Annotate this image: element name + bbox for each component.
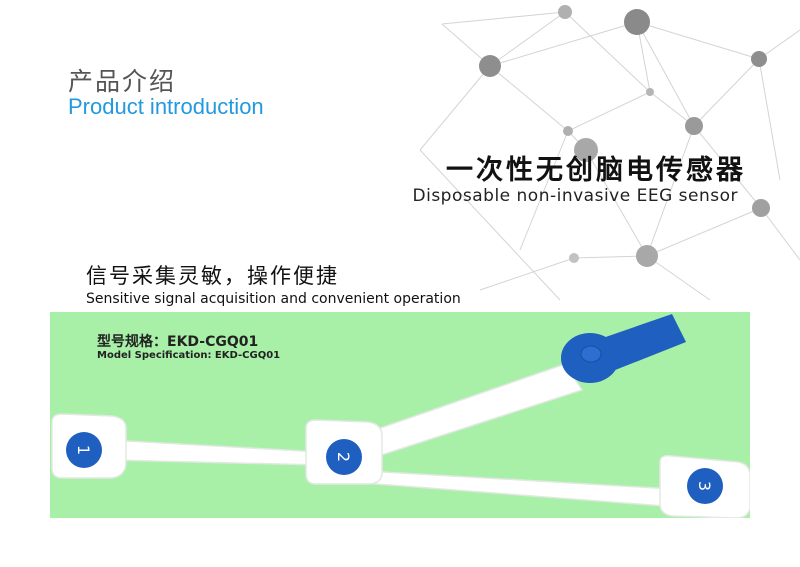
electrode-2: 2 bbox=[326, 439, 362, 475]
electrode-3: 3 bbox=[687, 468, 723, 504]
section-title-en: Product introduction bbox=[68, 94, 264, 119]
model-spec-zh: 型号规格：EKD-CGQ01 bbox=[97, 334, 259, 350]
electrode-1: 1 bbox=[66, 432, 102, 468]
model-spec-en: Model Specification: EKD-CGQ01 bbox=[97, 350, 281, 361]
feature-heading-en: Sensitive signal acquisition and conveni… bbox=[86, 291, 461, 307]
electrode-3-label: 3 bbox=[695, 481, 714, 491]
eeg-sensor-illustration: 1 2 3 bbox=[51, 314, 750, 518]
electrode-1-label: 1 bbox=[74, 445, 93, 455]
product-photo-panel: 1 2 3 型号规格：EKD-CGQ01 Model Specification… bbox=[50, 312, 750, 518]
section-title-zh: 产品介绍 bbox=[68, 67, 177, 96]
feature-heading-zh: 信号采集灵敏，操作便捷 bbox=[86, 264, 339, 288]
product-name-zh: 一次性无创脑电传感器 bbox=[446, 155, 746, 186]
product-name-en: Disposable non-invasive EEG sensor bbox=[412, 186, 738, 206]
electrode-2-label: 2 bbox=[334, 452, 353, 462]
